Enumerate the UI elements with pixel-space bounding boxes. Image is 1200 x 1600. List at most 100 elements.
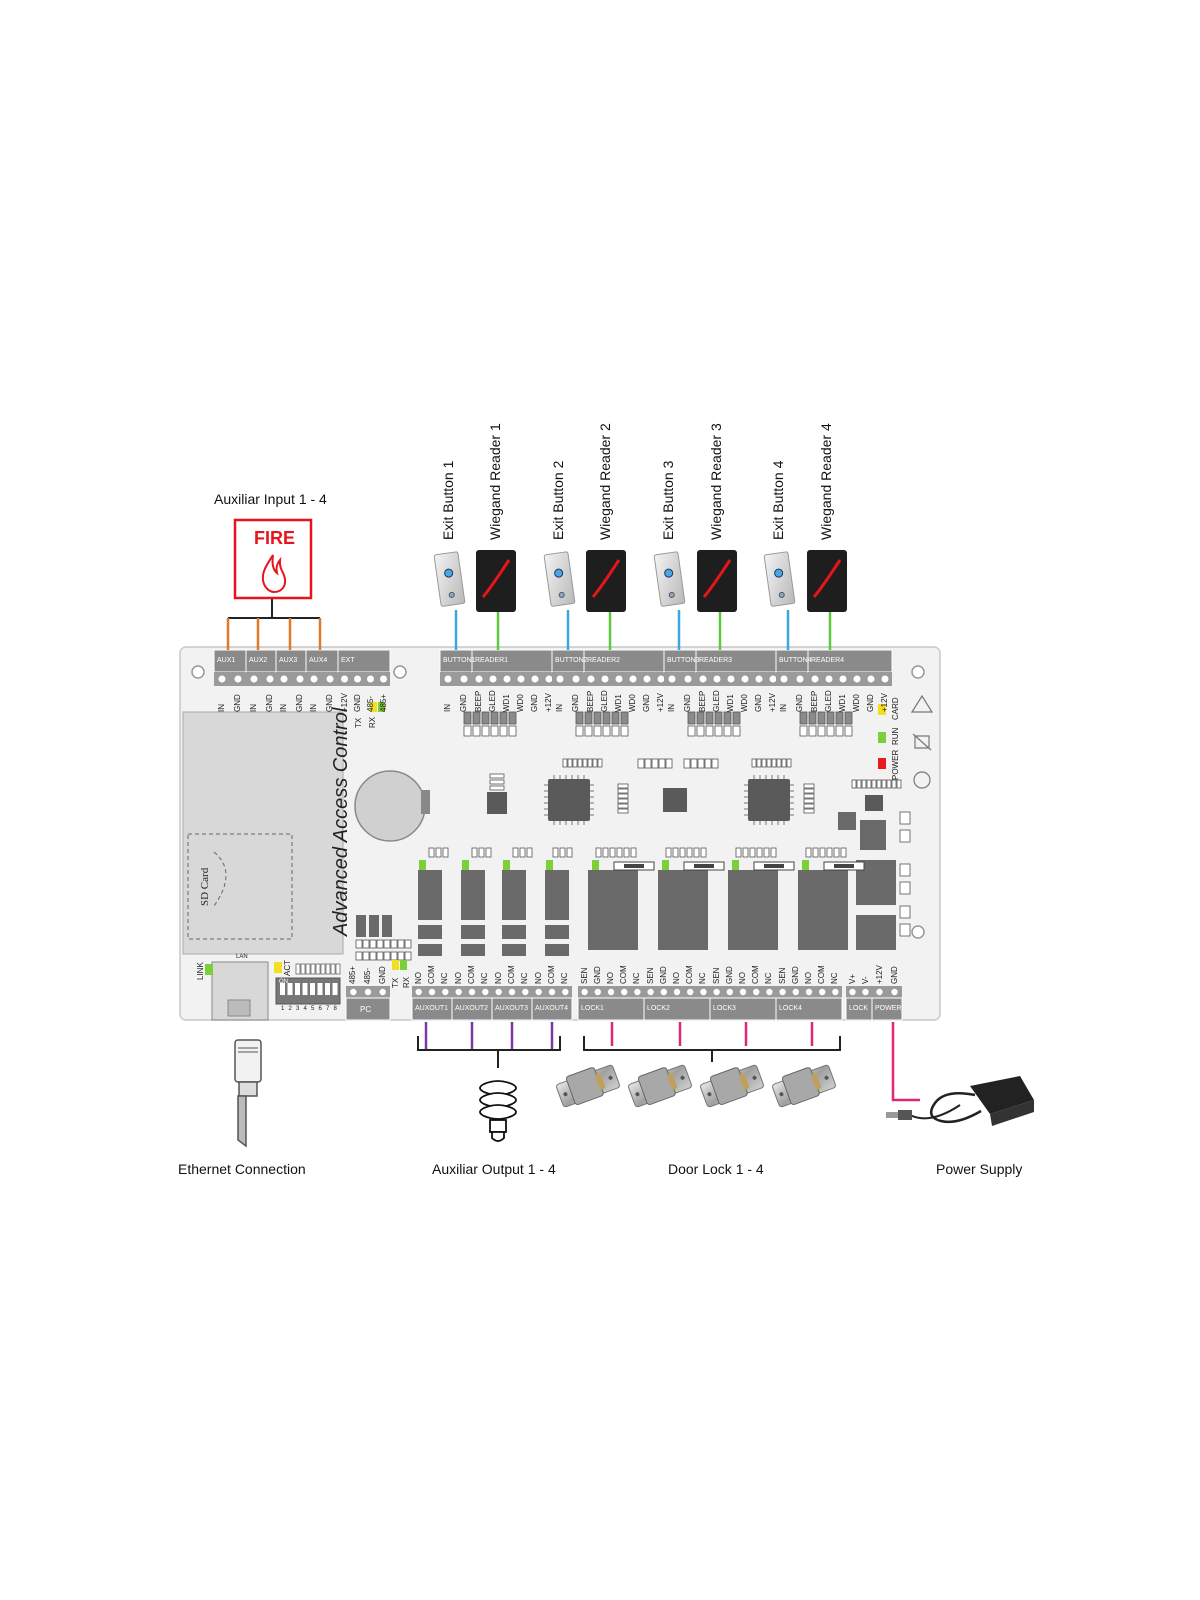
top-header-label: AUX3 bbox=[279, 657, 298, 664]
pin-label: NO bbox=[413, 972, 423, 984]
terminal-screw bbox=[460, 675, 468, 683]
terminal-screw bbox=[601, 675, 609, 683]
smd-part bbox=[623, 847, 630, 858]
smd-part bbox=[593, 725, 602, 737]
smd-part bbox=[723, 725, 732, 737]
smd-part bbox=[587, 758, 593, 768]
pin-label: COM bbox=[751, 965, 761, 984]
pc-tx-led bbox=[392, 960, 399, 970]
terminal-screw bbox=[455, 988, 462, 996]
terminal-screw bbox=[668, 675, 676, 683]
smd-part bbox=[644, 758, 652, 769]
terminal-screw bbox=[839, 675, 847, 683]
bottom-header-block bbox=[775, 997, 843, 1021]
pin-label: COM bbox=[507, 965, 516, 984]
dip-number: 4 bbox=[303, 1006, 307, 1012]
smd-part bbox=[620, 725, 629, 737]
wiegand-reader-label: Wiegand Reader 4 bbox=[818, 423, 834, 540]
fire-label: FIRE bbox=[254, 528, 296, 548]
terminal-screw bbox=[780, 675, 788, 683]
smd-part bbox=[881, 779, 887, 789]
smd-part bbox=[562, 758, 568, 768]
pin-label: GLED bbox=[712, 690, 721, 712]
smd-part bbox=[803, 788, 815, 794]
smd-part bbox=[896, 779, 902, 789]
smd-part bbox=[808, 725, 817, 737]
smd-part bbox=[566, 847, 573, 858]
act-header bbox=[205, 962, 341, 1017]
terminal-screw bbox=[482, 988, 489, 996]
smd-part bbox=[723, 711, 732, 725]
light-bulb-icon bbox=[479, 1080, 517, 1142]
smd-part bbox=[766, 758, 772, 768]
smd-part bbox=[732, 711, 741, 725]
terminal-screw bbox=[522, 988, 529, 996]
top-terminal-headers bbox=[213, 649, 893, 712]
terminal-strip bbox=[696, 672, 780, 686]
exit-button-icon bbox=[543, 551, 576, 607]
terminal-screw bbox=[766, 988, 773, 996]
smd-part bbox=[735, 847, 742, 858]
top-header-label: BUTTON3 bbox=[667, 657, 700, 664]
smd-part bbox=[428, 847, 435, 858]
pin-label: WD1 bbox=[726, 694, 735, 712]
terminal-screw bbox=[684, 675, 692, 683]
smd-part bbox=[592, 758, 598, 768]
tx-led bbox=[370, 702, 377, 712]
pin-label: COM bbox=[685, 965, 695, 984]
pin-label: GND bbox=[724, 966, 734, 984]
smd-part bbox=[490, 711, 499, 725]
terminal-screw bbox=[891, 988, 898, 996]
terminal-screw bbox=[310, 675, 318, 683]
terminal-screw bbox=[296, 675, 304, 683]
terminal-strip bbox=[808, 672, 892, 686]
pin-label: +12V bbox=[768, 693, 777, 712]
pin-label: GND bbox=[325, 694, 334, 712]
smd-part bbox=[844, 725, 853, 737]
pin-label: GND bbox=[754, 694, 763, 712]
pin-label: WD0 bbox=[516, 694, 525, 712]
smd-part bbox=[705, 711, 714, 725]
smd-part bbox=[355, 939, 363, 949]
smd-part bbox=[761, 758, 767, 768]
terminal-screw bbox=[832, 988, 839, 996]
smd-part bbox=[704, 758, 712, 769]
pin-label: GLED bbox=[488, 690, 497, 712]
status-label-run: RUN bbox=[891, 727, 900, 745]
terminal-screw bbox=[367, 675, 374, 683]
smd-part bbox=[617, 803, 629, 809]
dip-lever bbox=[302, 983, 308, 995]
pin-label: GND bbox=[571, 694, 580, 712]
terminal-screw bbox=[687, 988, 694, 996]
smd-part bbox=[609, 847, 616, 858]
bottom-header-label: AUXOUT3 bbox=[495, 1005, 529, 1012]
pin-label: NC bbox=[480, 972, 490, 984]
pin-label: +12V bbox=[656, 693, 665, 712]
power-adapter-icon bbox=[886, 1076, 1034, 1126]
terminal-screw bbox=[726, 988, 733, 996]
terminal-screw bbox=[634, 988, 641, 996]
smd-part bbox=[481, 725, 490, 737]
smd-part bbox=[693, 847, 700, 858]
dip-lever bbox=[310, 983, 315, 995]
terminal-screw bbox=[700, 988, 707, 996]
terminal-screw bbox=[341, 675, 348, 683]
terminal-screw bbox=[796, 675, 804, 683]
pin-label: BEEP bbox=[810, 690, 819, 712]
lock-led bbox=[732, 860, 739, 870]
terminal-screw bbox=[218, 675, 226, 683]
terminal-screw bbox=[326, 675, 334, 683]
bottom-terminal-headers bbox=[345, 960, 903, 1021]
pin-label: NO bbox=[606, 972, 615, 984]
pin-label: WD0 bbox=[852, 694, 861, 712]
status-led bbox=[878, 732, 886, 743]
top-header-label: EXT bbox=[341, 657, 355, 664]
smd-part bbox=[567, 758, 573, 768]
smd-part bbox=[397, 951, 405, 961]
terminal-screw bbox=[350, 988, 357, 996]
smd-part bbox=[442, 847, 449, 858]
dip-lever bbox=[325, 983, 330, 995]
ethernet-label: Ethernet Connection bbox=[178, 1161, 306, 1177]
pin-label: WD0 bbox=[628, 694, 637, 712]
pin-label: +12V bbox=[880, 693, 889, 712]
